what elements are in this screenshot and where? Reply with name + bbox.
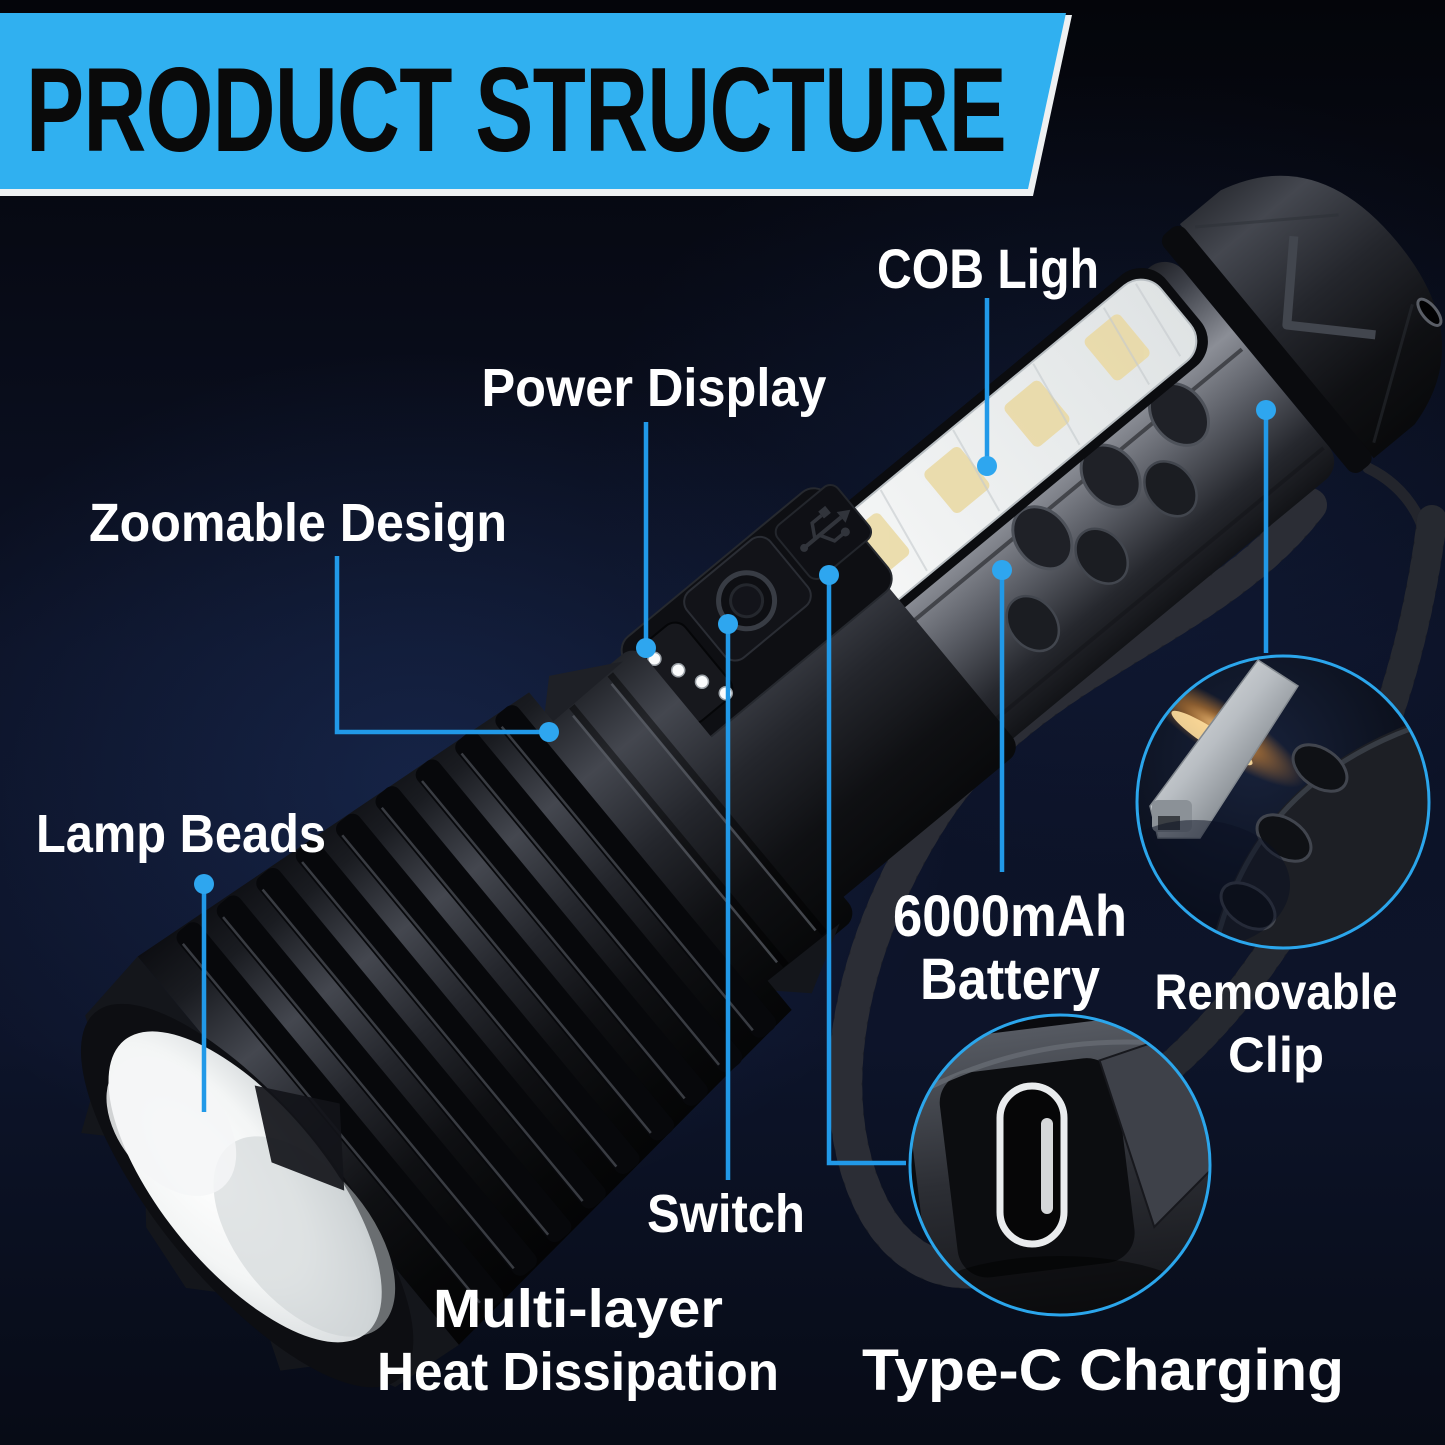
bezel-tooth xyxy=(254,1085,345,1191)
cob-light-panel xyxy=(796,267,1208,633)
label-removable-line1: Removable xyxy=(1155,964,1398,1020)
lanyard-hole xyxy=(1416,297,1443,327)
body-tube xyxy=(801,261,1335,767)
leader-dot-cob xyxy=(977,456,997,476)
leader-lines xyxy=(201,298,1269,1180)
label-battery-line1: 6000mAh xyxy=(893,884,1127,949)
leader-dot-zoomable xyxy=(539,722,559,742)
leader-dot-switch xyxy=(718,614,738,634)
heat-sink-fins xyxy=(137,692,792,1345)
label-power-display: Power Display xyxy=(482,358,827,418)
label-type-c-charging: Type-C Charging xyxy=(862,1338,1344,1403)
leader-dot-battery xyxy=(992,560,1012,580)
zoom-ring xyxy=(542,650,853,994)
leader-line-zoomable xyxy=(334,556,547,735)
inset-clip-border xyxy=(1135,654,1431,950)
label-zoomable-design: Zoomable Design xyxy=(89,493,507,553)
inset-type-c-border xyxy=(908,1013,1212,1317)
label-heat-line1: Multi-layer xyxy=(433,1279,723,1339)
banner-shape xyxy=(0,13,1066,189)
leader-dot-type-c xyxy=(819,565,839,585)
leader-line-type-c xyxy=(826,578,906,1166)
label-heat-line2: Heat Dissipation xyxy=(377,1342,779,1402)
leader-dot-lamp-beads xyxy=(194,874,214,894)
chevron-left-icon xyxy=(1282,235,1376,340)
page-title: PRODUCT STRUCTURE xyxy=(26,43,1006,177)
leader-dot-power-display xyxy=(636,638,656,658)
label-cob-light: COB Ligh xyxy=(877,237,1099,300)
leader-dot-clip xyxy=(1256,400,1276,420)
label-removable-line2: Clip xyxy=(1228,1027,1324,1083)
title-banner: PRODUCT STRUCTURE xyxy=(0,13,1072,196)
label-lamp-beads: Lamp Beads xyxy=(36,804,326,864)
label-battery-line2: Battery xyxy=(920,947,1100,1012)
leader-dots xyxy=(194,400,1276,894)
inset-type-c xyxy=(908,1013,1212,1317)
front-bezel xyxy=(80,956,459,1388)
tail-cap xyxy=(1161,175,1443,473)
usb-icon xyxy=(800,505,851,552)
flashlight-illustration xyxy=(80,175,1443,1388)
feature-labels: COB Ligh Power Display Zoomable Design L… xyxy=(36,237,1398,1403)
type-c-port xyxy=(996,1082,1068,1248)
label-switch: Switch xyxy=(647,1184,805,1244)
